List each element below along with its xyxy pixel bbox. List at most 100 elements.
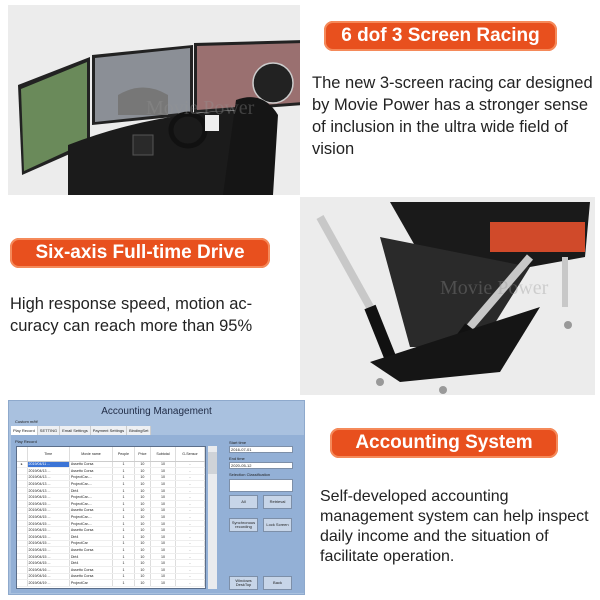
- tab-play-record[interactable]: Play Record: [11, 426, 38, 435]
- lock-screen-button[interactable]: Lock Screen: [263, 518, 292, 532]
- row-selector[interactable]: [17, 573, 28, 581]
- table-cell: Assetto Corsa: [69, 566, 114, 574]
- row-selector[interactable]: [17, 500, 28, 508]
- row-selector[interactable]: [17, 480, 28, 488]
- end-time-input[interactable]: 2020-05-12: [229, 462, 293, 469]
- section2-badge: Six-axis Full-time Drive: [10, 238, 270, 268]
- row-selector[interactable]: [17, 553, 28, 561]
- row-selector[interactable]: [17, 546, 28, 554]
- table-cell: 1: [112, 559, 135, 567]
- row-selector[interactable]: [17, 566, 28, 574]
- table-cell: 1: [112, 526, 135, 535]
- row-selector[interactable]: [17, 526, 28, 535]
- column-header[interactable]: Price: [134, 447, 151, 462]
- table-cell: 1: [112, 520, 135, 528]
- table-cell: 10: [150, 520, 177, 528]
- row-selector[interactable]: [17, 513, 28, 521]
- app-subtitle: Custom m/ttf: [15, 419, 38, 424]
- table-cell: -: [175, 579, 205, 587]
- table-cell: 10: [150, 487, 177, 495]
- table-cell: 1: [112, 467, 135, 475]
- column-header[interactable]: Time: [27, 447, 70, 462]
- table-cell: 2019/04/15 ...: [27, 493, 70, 502]
- column-header[interactable]: People: [112, 447, 135, 462]
- table-cell: 1: [112, 513, 135, 521]
- tab-bar: Play Record SETTING Email Settings Payme…: [11, 426, 152, 435]
- table-cell: ProjectCar-...: [69, 474, 114, 482]
- column-header[interactable]: G-Sensor: [175, 447, 205, 462]
- table-cell: 10: [134, 480, 151, 488]
- section3-badge: Accounting System: [330, 428, 558, 458]
- classification-select[interactable]: [229, 479, 293, 492]
- retrieval-button[interactable]: Retrieval: [263, 495, 292, 509]
- table-cell: 2019/04/19 ...: [27, 579, 70, 587]
- table-cell: 10: [134, 461, 151, 469]
- section2-text: High response speed, motion ac-curacy ca…: [10, 295, 253, 335]
- tab-setting[interactable]: SETTING: [38, 426, 61, 435]
- table-cell: 10: [150, 533, 177, 541]
- table-cell: 1: [112, 573, 135, 581]
- table-cell: 2019/04/16 ...: [27, 573, 70, 581]
- table-cell: 10: [150, 461, 177, 469]
- row-selector[interactable]: ▸: [17, 461, 28, 469]
- column-header[interactable]: Subtotal: [150, 447, 177, 462]
- start-time-input[interactable]: 2016-07-01: [229, 446, 293, 453]
- table-cell: 10: [134, 487, 151, 495]
- table-cell: 10: [150, 467, 177, 475]
- row-selector[interactable]: [17, 579, 28, 587]
- tab-bindingset[interactable]: BindingSet: [127, 426, 152, 435]
- table-cell: -: [175, 461, 205, 469]
- back-button[interactable]: Back: [263, 576, 292, 590]
- table-cell: 1: [112, 480, 135, 488]
- row-selector[interactable]: [17, 474, 28, 482]
- start-time-label: Start time: [229, 440, 247, 445]
- tab-email-settings[interactable]: Email Settings: [60, 426, 91, 435]
- table-cell: -: [175, 507, 205, 515]
- panel-label: Play Record: [15, 439, 37, 444]
- row-selector[interactable]: [17, 540, 28, 548]
- table-cell: 10: [134, 566, 151, 574]
- tab-payment-settings[interactable]: Payment Settings: [91, 426, 128, 435]
- row-selector[interactable]: [17, 507, 28, 515]
- table-cell: 10: [150, 540, 177, 548]
- row-selector[interactable]: [17, 520, 28, 528]
- table-cell: 2019/04/15 ...: [27, 507, 70, 515]
- all-button[interactable]: All: [229, 495, 258, 509]
- column-header[interactable]: Movie name: [69, 447, 114, 462]
- table-cell: Dirt4: [69, 533, 114, 541]
- row-selector[interactable]: [17, 559, 28, 567]
- table-cell: 1: [112, 533, 135, 541]
- row-selector[interactable]: [17, 533, 28, 541]
- end-time-label: End time: [229, 456, 245, 461]
- row-selector[interactable]: [17, 467, 28, 475]
- row-selector[interactable]: [17, 487, 28, 495]
- watermark: Movie Power: [440, 277, 549, 299]
- sync-recording-button[interactable]: Synchronous recording: [229, 518, 258, 532]
- row-selector[interactable]: [17, 493, 28, 502]
- table-cell: 10: [134, 507, 151, 515]
- windows-desktop-button[interactable]: Windows DeskTop: [229, 576, 258, 590]
- table-scrollbar[interactable]: [208, 446, 217, 589]
- watermark: Movie Power: [146, 97, 255, 119]
- table-cell: ProjectCar: [69, 540, 114, 548]
- scrollbar-thumb[interactable]: [208, 452, 217, 474]
